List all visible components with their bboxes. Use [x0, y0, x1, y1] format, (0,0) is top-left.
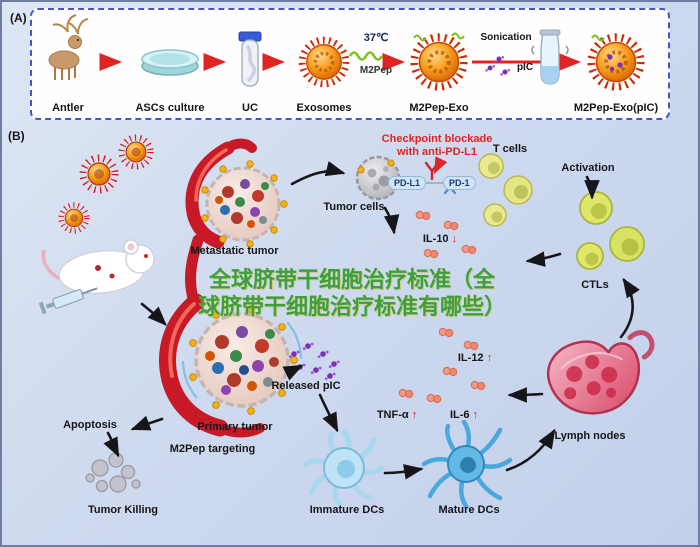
- sonication-label: Sonication: [480, 32, 532, 43]
- m2pep-exo-icon: [414, 32, 464, 87]
- lymph-node-graphic: [547, 330, 655, 415]
- step-label-uc: UC: [242, 102, 258, 114]
- step-label-exosomes: Exosomes: [296, 102, 352, 114]
- tumor-killing-graphic: [85, 452, 141, 493]
- tnfa-label: TNF-α ↑: [376, 409, 418, 421]
- mouse-icon: [39, 239, 155, 315]
- checkpoint-arrow: [434, 156, 448, 174]
- tumor-cells-label: Tumor cells: [323, 201, 385, 213]
- petri-dish-icon: [141, 49, 199, 76]
- watermark-line1: 全球脐带干细胞治疗标准（全: [208, 267, 495, 292]
- m2pep-peptide-icon: [348, 51, 384, 61]
- nanoparticle-icons: [61, 138, 150, 231]
- ctls-graphic: [576, 191, 645, 270]
- apoptosis-label: Apoptosis: [63, 419, 117, 431]
- il6-up-arrow-icon: ↑: [472, 409, 479, 421]
- activation-label: Activation: [561, 162, 615, 174]
- metastatic-tumor-graphic: [185, 138, 288, 308]
- il12-label: IL-12 ↑: [457, 352, 493, 364]
- pic-dots-panel-a: [485, 55, 511, 76]
- il10-down-arrow-icon: ↓: [451, 233, 458, 245]
- pdl1-badge: PD-L1: [388, 176, 427, 190]
- ctls-label: CTLs: [581, 279, 609, 291]
- checkpoint-label-line2: with anti-PD-L1: [396, 146, 478, 158]
- immature-dcs-label: Immature DCs: [309, 504, 385, 516]
- step-label-m2pep-exo-pic: M2Pep-Exo(pIC): [573, 102, 659, 114]
- antler-deer-icon: [48, 14, 89, 80]
- il12-up-arrow-icon: ↑: [486, 352, 493, 364]
- mature-dc-graphic: [421, 419, 513, 509]
- t-cells-label: T cells: [492, 143, 528, 155]
- temperature-label: 37℃: [363, 32, 389, 44]
- tumor-killing-label: Tumor Killing: [87, 504, 159, 516]
- m2pep-targeting-label: M2Pep targeting: [169, 443, 256, 455]
- tnfa-up-arrow-icon: ↑: [411, 409, 418, 421]
- watermark-line2: 球脐带干细胞治疗标准有哪些）: [197, 294, 506, 319]
- step-label-m2pep-exo: M2Pep-Exo: [409, 102, 469, 114]
- lymph-nodes-label: Lymph nodes: [554, 430, 626, 442]
- checkpoint-label-line1: Checkpoint blockade: [381, 133, 493, 145]
- primary-tumor-graphic: [159, 293, 303, 438]
- uc-tube-icon: [238, 31, 262, 87]
- sonication-tube-icon: [531, 29, 569, 85]
- syringe-icon: [39, 287, 98, 315]
- mature-dcs-label: Mature DCs: [438, 504, 500, 516]
- pd1-badge: PD-1: [443, 176, 476, 190]
- t-cells-graphic: [478, 153, 533, 227]
- tumor-cells-graphic: [355, 155, 401, 201]
- step-label-antler: Antler: [52, 102, 84, 114]
- m2pep-label: M2Pep: [359, 65, 393, 76]
- il6-label: IL-6 ↑: [449, 409, 479, 421]
- panel-a-tag: (A): [10, 11, 27, 25]
- exosome-icon: [302, 40, 346, 84]
- metastatic-tumor-label: Metastatic tumor: [190, 245, 279, 257]
- m2pep-exo-pic-icon: [591, 36, 640, 87]
- il10-label: IL-10 ↓: [422, 233, 458, 245]
- primary-tumor-label: Primary tumor: [197, 421, 273, 433]
- panel-b-tag: (B): [8, 129, 25, 143]
- immature-dc-graphic: [303, 429, 385, 507]
- pic-label: pIC: [516, 62, 534, 73]
- released-pic-label: Released pIC: [271, 380, 341, 392]
- step-label-ascs-culture: ASCs culture: [135, 102, 205, 114]
- flow-arrows: [103, 161, 640, 480]
